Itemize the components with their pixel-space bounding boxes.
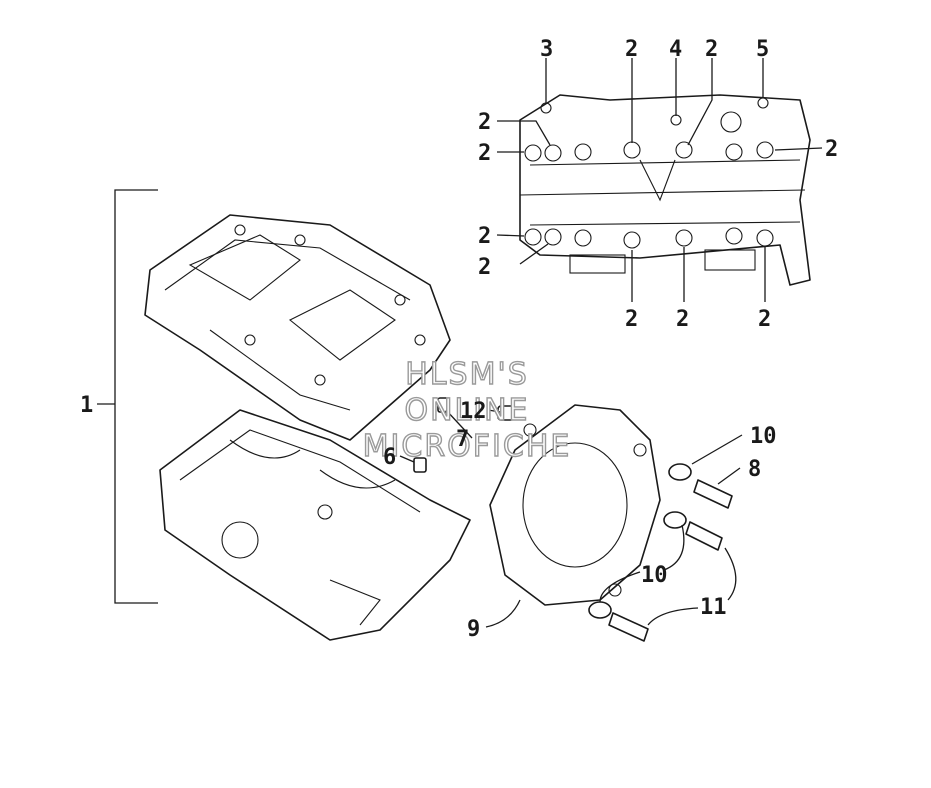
callout-10-upper: 10 (750, 424, 777, 449)
crankcase-top-view (519, 94, 811, 286)
watermark-line-2: ONLINE (404, 393, 529, 428)
callout-2-left-a: 2 (478, 110, 491, 135)
callout-5: 5 (756, 37, 769, 62)
callout-7: 7 (456, 427, 469, 452)
upper-crankcase-half (144, 214, 451, 441)
callout-2-bottom-b: 2 (676, 307, 689, 332)
dowel-pin-12 (497, 405, 515, 421)
washer-middle (663, 511, 687, 529)
callout-labels: 1 3 2 4 2 5 2 2 2 2 2 2 2 2 12 7 6 10 8 … (80, 37, 838, 642)
watermark-line-3: MICROFICHE (363, 429, 572, 464)
callout-9: 9 (467, 617, 480, 642)
callout-2-bottom-c: 2 (758, 307, 771, 332)
watermark: HLSM'S ONLINE MICROFICHE (362, 356, 572, 464)
callout-3: 3 (540, 37, 553, 62)
bolt-middle (685, 521, 723, 551)
callout-1: 1 (80, 393, 93, 418)
bolt-upper (693, 479, 733, 509)
washer-lower (588, 601, 612, 619)
callout-2-left-c: 2 (478, 224, 491, 249)
dowel-pin-6 (413, 457, 427, 473)
dowel-pin-7 (437, 397, 449, 413)
callout-12: 12 (460, 399, 487, 424)
callout-2-top-b: 2 (705, 37, 718, 62)
callout-8: 8 (748, 457, 761, 482)
callout-2-bottom-a: 2 (625, 307, 638, 332)
callout-11: 11 (700, 595, 727, 620)
callout-2-left-d: 2 (478, 255, 491, 280)
callout-2-left-b: 2 (478, 141, 491, 166)
callout-10-lower: 10 (641, 563, 668, 588)
washer-upper (668, 463, 692, 481)
lower-crankcase-half (159, 409, 471, 641)
callout-2-top-a: 2 (625, 37, 638, 62)
callout-4: 4 (669, 37, 682, 62)
magneto-housing (489, 404, 661, 606)
leader-lines (97, 58, 823, 628)
hardware-parts (413, 397, 733, 642)
bolt-lower (608, 612, 649, 642)
watermark-line-1: HLSM'S (405, 357, 529, 392)
callout-6: 6 (383, 445, 396, 470)
callout-2-right: 2 (825, 137, 838, 162)
